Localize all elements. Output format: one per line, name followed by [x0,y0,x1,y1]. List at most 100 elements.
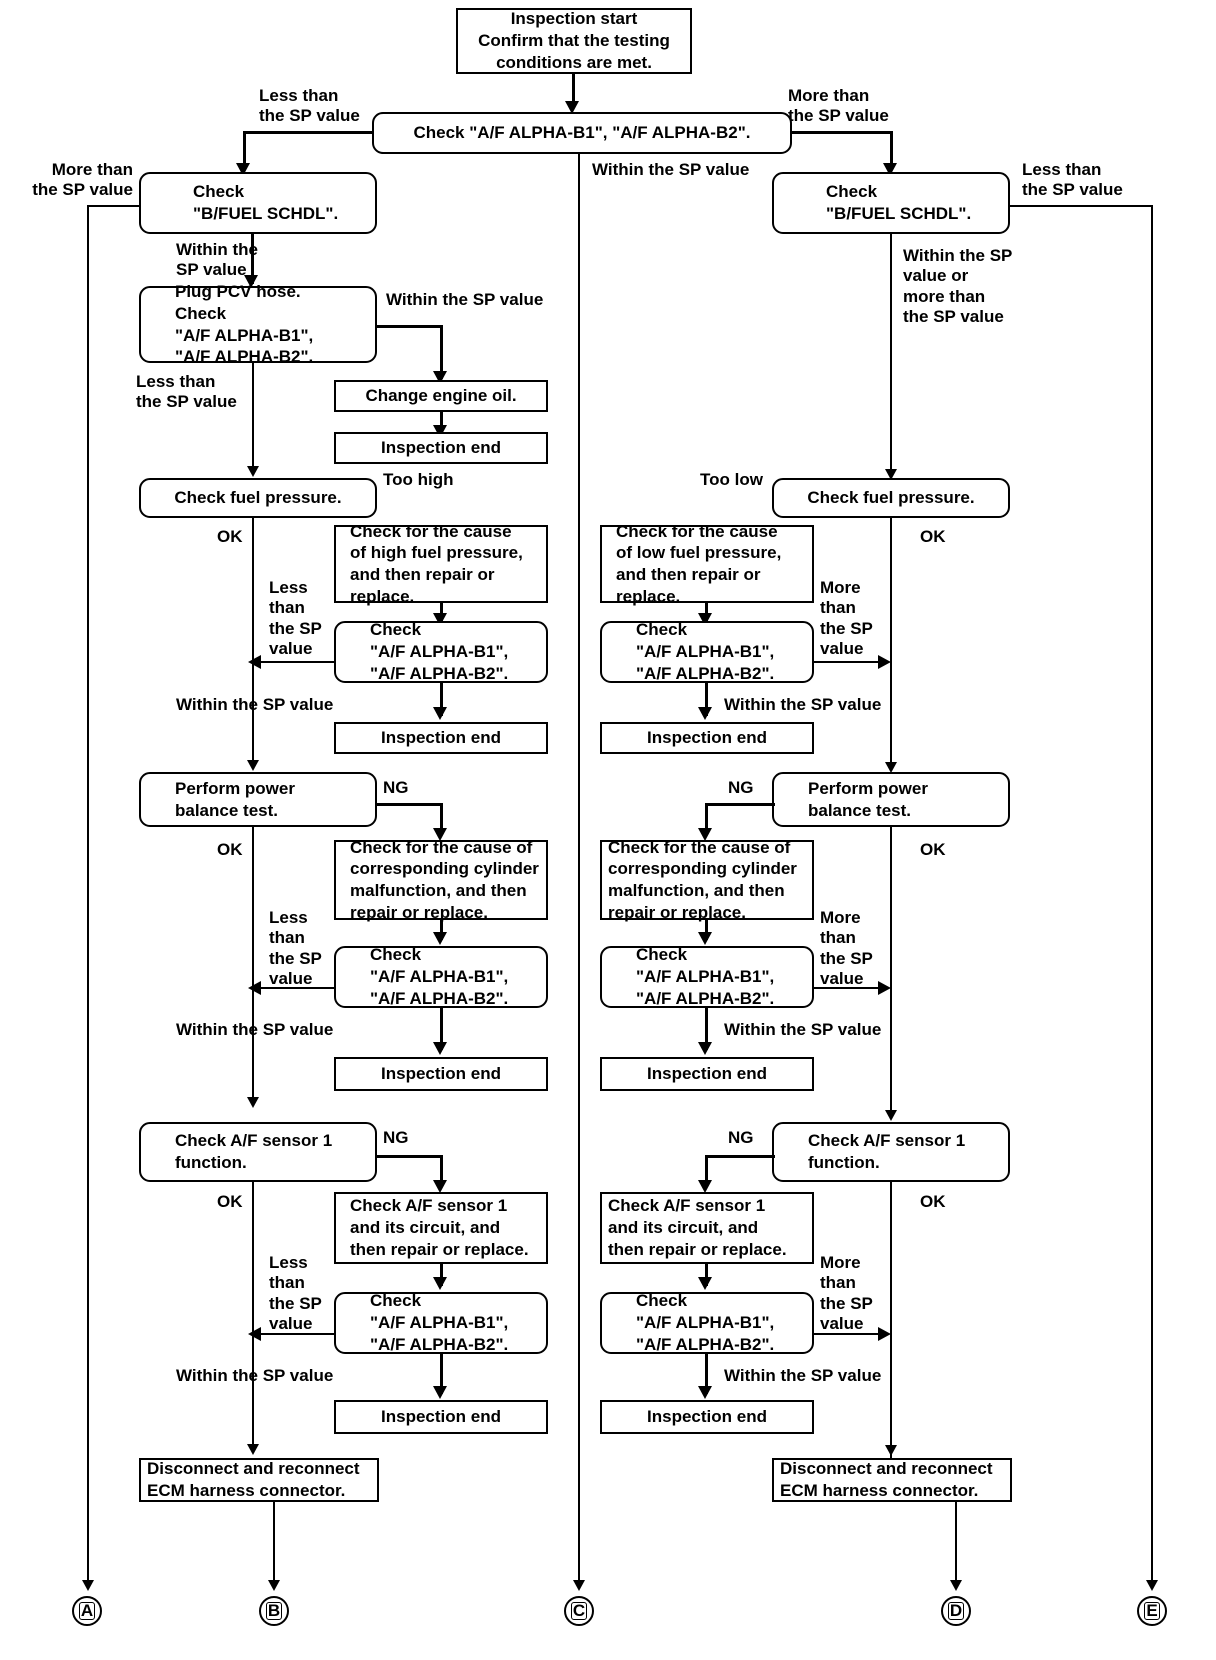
arrowhead-return-left-2 [248,981,261,995]
box-af-sensor-circuit-right: Check A/F sensor 1 and its circuit, and … [600,1192,814,1264]
box-plug-pcv: Plug PCV hose. Check "A/F ALPHA-B1", "A/… [139,282,377,366]
arrowhead-to-afsensor-left [247,1097,259,1108]
box-change-oil: Change engine oil. [334,380,548,412]
box-inspection-end-2: Inspection end [334,722,548,754]
box-check-alpha-left-2-text: Check "A/F ALPHA-B1", "A/F ALPHA-B2". [370,945,509,1008]
box-ecm-harness-left-text: Disconnect and reconnect ECM harness con… [147,1459,360,1500]
arrowhead-ok-right-3 [885,1445,897,1456]
box-cause-cylinder-right: Check for the cause of corresponding cyl… [600,838,814,922]
label-ok-right-1: OK [920,527,946,546]
label-within-sp-right-3: Within the SP value [724,1366,882,1385]
arrowhead-cyl-to-alpha-left [433,932,447,945]
arrowhead-return-right-3 [878,1327,891,1341]
label-ok-left-3: OK [217,1192,243,1211]
box-check-fuel-pressure-right-text: Check fuel pressure. [807,488,975,508]
arrowhead-circuit-to-alpha-left [433,1277,447,1290]
label-within-sp-right-2: Within the SP value [724,1020,882,1039]
line-farleft-v [87,205,89,1588]
box-check-fuel-pressure-right: Check fuel pressure. [772,478,1010,518]
box-af-sensor-function-right: Check A/F sensor 1 function. [772,1122,1010,1182]
box-cause-low-fp: Check for the cause of low fuel pressure… [600,522,814,606]
label-ok-right-3: OK [920,1192,946,1211]
box-inspection-end-r3-text: Inspection end [647,1407,767,1427]
box-inspection-end-4: Inspection end [334,1400,548,1434]
line-circuit-to-alpha-left [440,1264,443,1286]
arrowhead-ng-right2 [698,1180,712,1193]
box-inspection-end-r3: Inspection end [600,1400,814,1434]
box-check-alpha-left-2: Check "A/F ALPHA-B1", "A/F ALPHA-B2". [334,945,548,1008]
line-center-c [578,154,580,1588]
connector-circle-c: C [564,1596,594,1626]
box-inspection-start: Inspection start Confirm that the testin… [456,8,692,74]
line-return-right-2 [813,987,888,989]
box-ecm-harness-left: Disconnect and reconnect ECM harness con… [139,1458,379,1502]
label-more-than-sp-narrow-1: More than the SP value [820,578,873,659]
label-more-than-sp-narrow-3: More than the SP value [820,1253,873,1334]
connector-circle-c-label: C [570,1601,588,1621]
box-check-alpha-right-2: Check "A/F ALPHA-B1", "A/F ALPHA-B2". [600,945,814,1008]
label-within-sp-left-3: Within the SP value [176,695,334,714]
box-inspection-end-3: Inspection end [334,1057,548,1091]
arrowhead-alpha-to-end-r3 [698,1386,712,1399]
box-af-sensor-function-left: Check A/F sensor 1 function. [139,1122,377,1182]
box-af-sensor-circuit-right-text: Check A/F sensor 1 and its circuit, and … [608,1196,787,1259]
line-bfuel-right-down [890,234,892,477]
arrowhead-ok-right-2 [885,1110,897,1121]
arrowhead-farleft-a [82,1580,94,1591]
box-af-sensor-function-left-text: Check A/F sensor 1 function. [175,1131,333,1172]
arrowhead-ecm-to-b [268,1580,280,1591]
line-bfuel-to-pcv [251,234,254,284]
line-start-to-checkalpha [572,74,575,108]
arrowhead-alpha-to-end-r1 [698,707,712,720]
label-ng-left-2: NG [383,1128,409,1147]
box-inspection-end-1-text: Inspection end [381,438,501,458]
label-ng-left-1: NG [383,778,409,797]
line-farleft-h [87,205,141,207]
line-ng-right2-v [705,1155,708,1187]
box-power-balance-right: Perform power balance test. [772,772,1010,827]
line-alpha-to-end-r2 [705,1008,708,1050]
line-return-right-1 [813,661,888,663]
label-within-or-more: Within the SP value or more than the SP … [903,246,1013,327]
box-check-alpha-left-3-text: Check "A/F ALPHA-B1", "A/F ALPHA-B2". [370,1291,509,1354]
line-pcv-to-oil-v [440,325,443,379]
line-alpha-to-end-r1 [705,683,708,716]
line-topright-h [790,131,893,134]
arrowhead-ng-right [698,828,712,841]
line-ng-left2-h [376,1155,442,1158]
box-inspection-end-1: Inspection end [334,432,548,464]
box-af-sensor-circuit-left: Check A/F sensor 1 and its circuit, and … [334,1192,548,1264]
label-more-than-sp-topright: More than the SP value [788,86,889,126]
line-ok-right-2 [890,827,892,1117]
connector-circle-b: B [259,1596,289,1626]
arrowhead-return-left-3 [248,1327,261,1341]
label-less-than-sp-narrow-3: Less than the SP value [269,1253,322,1334]
line-ok-left-1 [252,518,254,768]
line-topleft-h [243,131,374,134]
box-power-balance-right-text: Perform power balance test. [808,778,928,820]
arrowhead-alpha-to-end-r2 [698,1042,712,1055]
box-ecm-harness-right: Disconnect and reconnect ECM harness con… [772,1458,1012,1502]
arrowhead-ng-left [433,828,447,841]
box-plug-pcv-text: Plug PCV hose. Check "A/F ALPHA-B1", "A/… [175,282,314,367]
label-ok-right-2: OK [920,840,946,859]
box-check-alpha-right-1: Check "A/F ALPHA-B1", "A/F ALPHA-B2". [600,620,814,683]
box-inspection-start-text: Inspection start Confirm that the testin… [478,9,670,72]
line-ng-left2-v [440,1155,443,1187]
arrowhead-pcv-to-fuelpress [247,466,259,477]
box-check-fuel-pressure-left-text: Check fuel pressure. [174,488,342,508]
box-inspection-end-4-text: Inspection end [381,1407,501,1427]
line-ok-left-3 [252,1182,254,1451]
connector-circle-d: D [941,1596,971,1626]
box-bfuel-left-text: Check "B/FUEL SCHDL". [193,182,339,223]
connector-circle-e: E [1137,1596,1167,1626]
arrowhead-to-ecm-left [247,1444,259,1455]
box-check-alpha-left-1-text: Check "A/F ALPHA-B1", "A/F ALPHA-B2". [370,620,509,683]
arrowhead-ecm-to-d [950,1580,962,1591]
line-ng-right-h [705,803,775,806]
box-inspection-end-r2-text: Inspection end [647,1064,767,1084]
box-power-balance-left-text: Perform power balance test. [175,778,295,820]
connector-circle-b-label: B [265,1601,283,1621]
line-farright-v [1151,205,1153,1588]
